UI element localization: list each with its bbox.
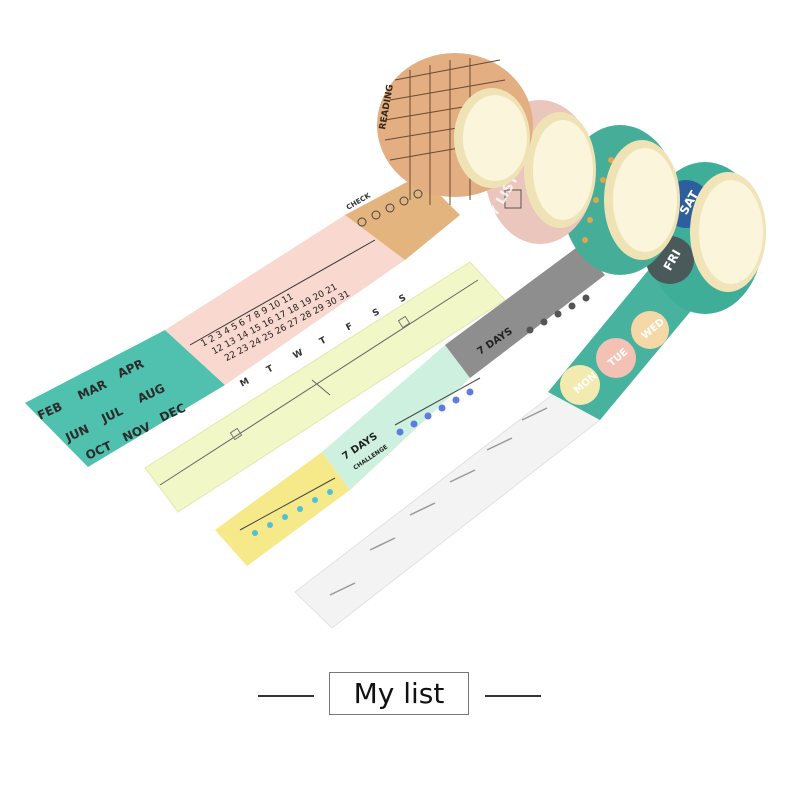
tape-text: S (371, 307, 381, 319)
tape-text: W (292, 348, 306, 362)
tape-7-days: 7 DAYS CHALLENGE 7 DAYS (215, 245, 605, 566)
tape-text: T (318, 335, 329, 347)
tape-white-days: MON TUE WED (294, 250, 700, 629)
tape-text: T (265, 363, 276, 375)
caption-label: My list (329, 672, 469, 715)
tape-text: S (398, 293, 408, 305)
day-circle (631, 311, 669, 349)
day-circle (596, 338, 636, 378)
day-circle (560, 365, 600, 405)
caption-divider-left (258, 695, 314, 697)
tape-daily-list (144, 261, 506, 513)
caption-divider-right (485, 695, 541, 697)
caption-text: My list (353, 677, 445, 710)
tape-text: M (239, 377, 252, 390)
tape-text: F (345, 322, 355, 334)
tape-roll-1: READING (377, 53, 533, 205)
